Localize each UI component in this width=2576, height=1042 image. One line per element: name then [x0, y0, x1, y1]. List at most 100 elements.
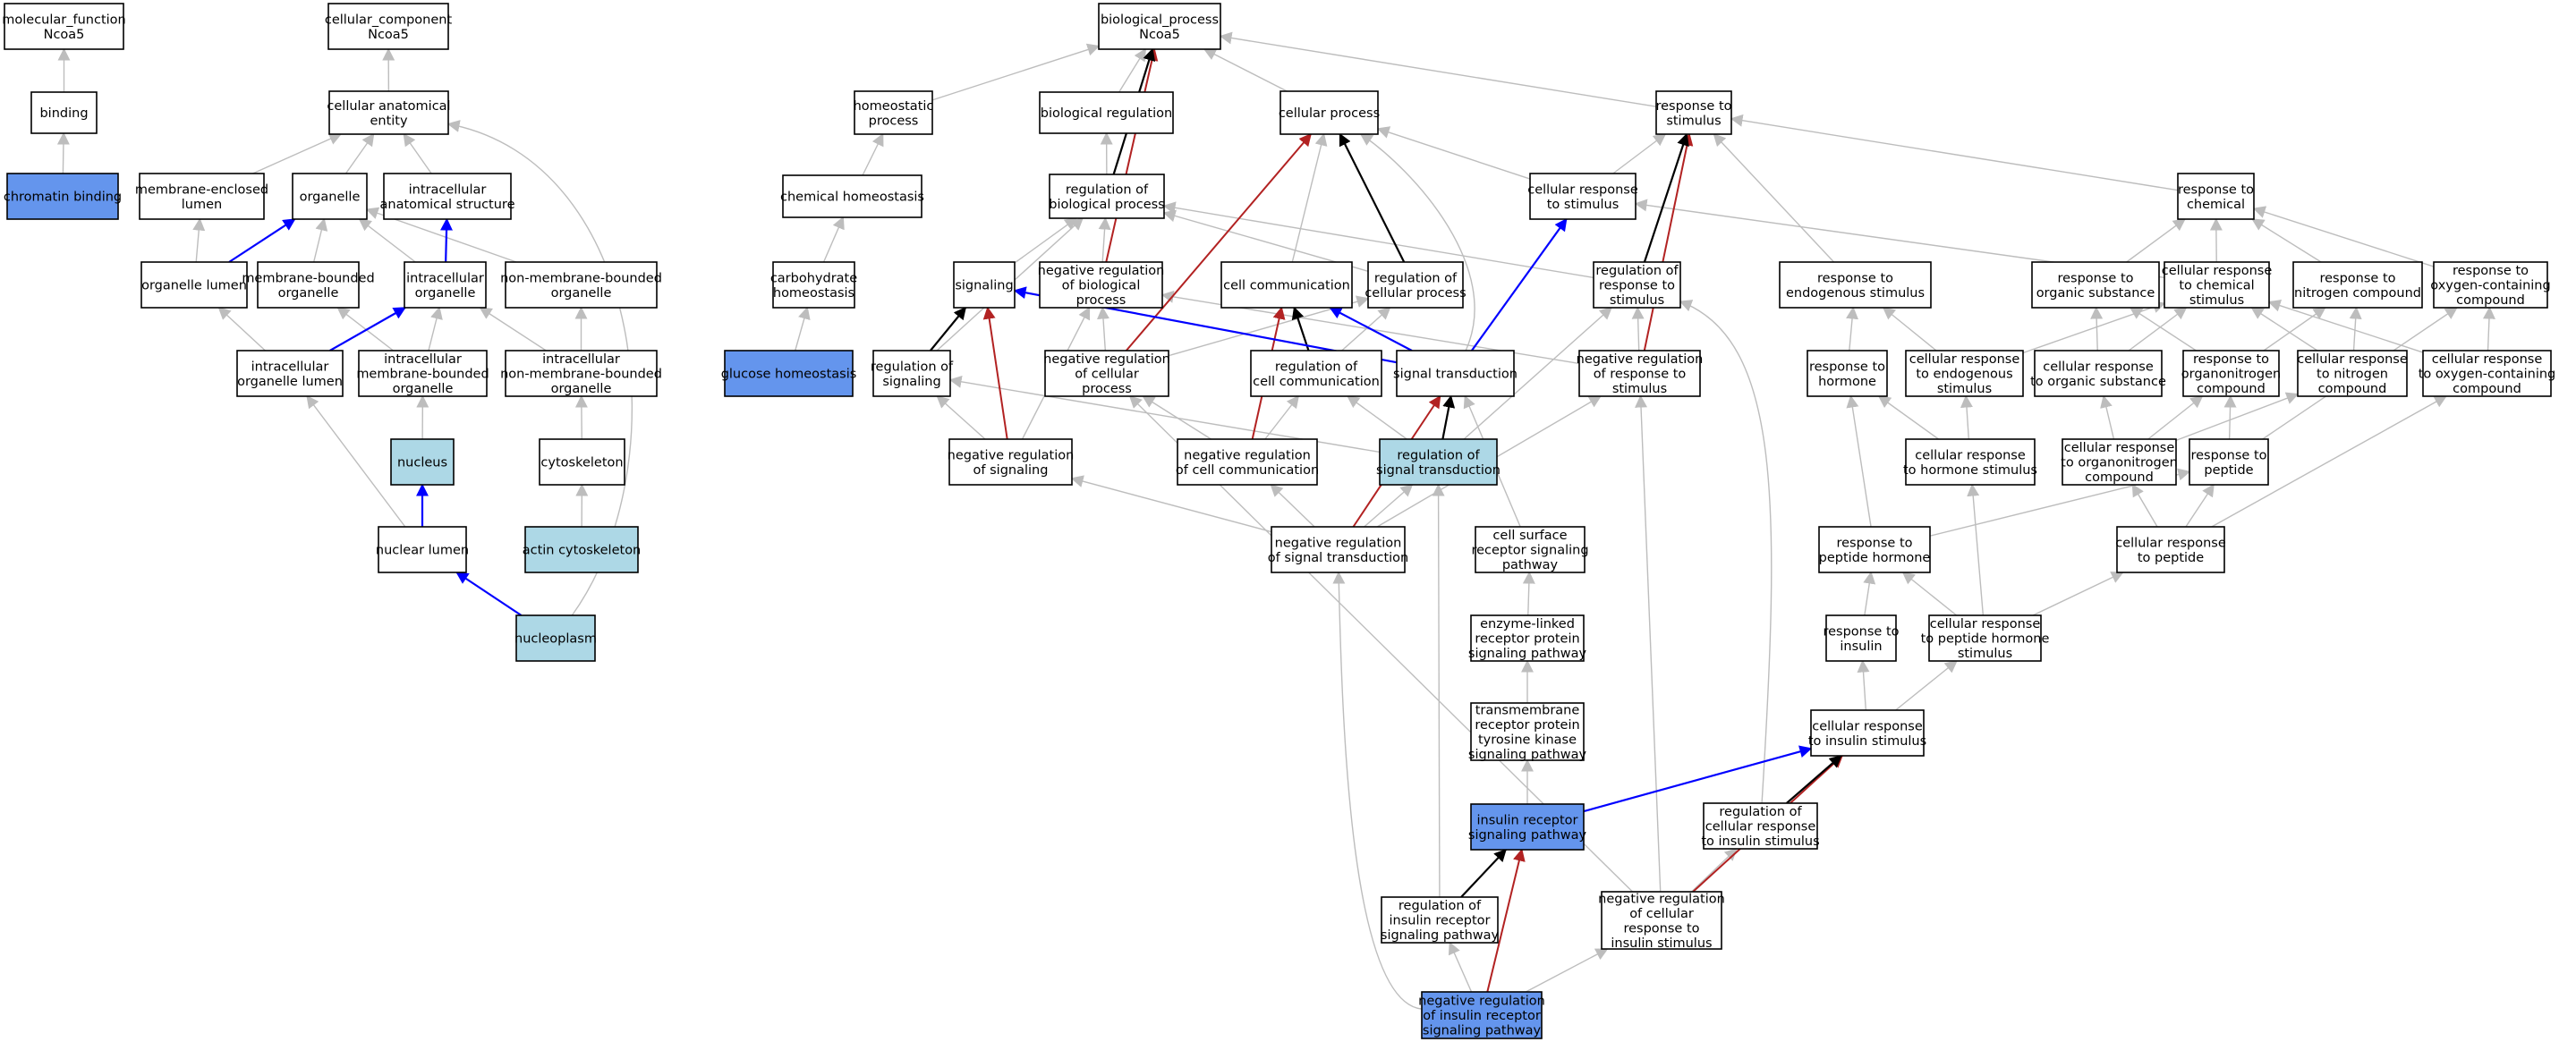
node-chromatin-binding[interactable]: chromatin binding [4, 173, 122, 220]
node-box [1271, 526, 1406, 573]
node-binding[interactable]: binding [30, 91, 98, 134]
node-box [6, 173, 119, 220]
edge-neg_reg_bp-to-reg_bp [1098, 216, 1111, 263]
node-nucleus[interactable]: nucleus [390, 438, 455, 486]
edge-signaling-to-reg_bp [1014, 217, 1078, 264]
node-signaling[interactable]: signaling [953, 261, 1016, 309]
node-box [1049, 174, 1165, 219]
edge-cell_resp_endo-to-resp_endo [1882, 307, 1937, 352]
edge-sig_trans-to-cell_resp_stim [1470, 217, 1568, 352]
node-label-line: negative regulation [1043, 352, 1170, 367]
node-chem-homeo[interactable]: chemical homeostasis [780, 174, 924, 218]
edge-homeostatic-to-bp [931, 43, 1101, 101]
node-box [1039, 261, 1163, 309]
node-glucose-homeo[interactable]: glucose homeostasis [721, 350, 857, 397]
node-cell-comm[interactable]: cell communication [1220, 261, 1353, 309]
edge-chem_homeo-to-homeostatic [862, 132, 884, 176]
node-cytoskeleton[interactable]: cytoskeleton [539, 438, 625, 486]
node-label-line: response to [2453, 264, 2529, 278]
node-nuclear-lumen[interactable]: nuclear lumen [376, 526, 469, 573]
node-box [236, 350, 344, 397]
edge-cell_resp_oxy-to-cell_resp_chem [2267, 299, 2424, 353]
node-sig-trans[interactable]: signal transduction [1393, 350, 1518, 397]
edge-cell_resp_peptide-to-cell_resp_organonitro [2131, 483, 2158, 528]
edge-cell_resp_hormone-to-resp_hormone [1877, 395, 1939, 440]
node-organelle[interactable]: organelle [292, 173, 368, 220]
node-label-line: transmembrane [1475, 703, 1580, 717]
node-label-line: of insulin receptor [1423, 1009, 1541, 1023]
node-inmbo[interactable]: intracellularnon-membrane-boundedorganel… [500, 350, 662, 397]
edge-resp_nitro-to-resp_chem [2251, 218, 2322, 263]
node-nucleoplasm[interactable]: nucleoplasm [514, 614, 597, 662]
node-label-line: organic substance [2036, 286, 2155, 301]
node-label-line: stimulus [1612, 382, 1667, 396]
node-org-lumen[interactable]: organelle lumen [140, 261, 248, 309]
node-label-line: insulin receptor [1477, 813, 1578, 827]
node-box [1470, 803, 1585, 851]
node-bio-reg[interactable]: biological regulation [1039, 91, 1174, 134]
edge-neg_reg_bp-to-bp [1105, 47, 1159, 263]
node-box [1250, 350, 1382, 397]
node-label-line: regulation of [871, 360, 954, 374]
node-actin-cyto[interactable]: actin cytoskeleton [523, 526, 642, 573]
edge-reg_signaling-to-signaling [930, 306, 967, 352]
node-cell-proc[interactable]: cellular process [1279, 90, 1380, 135]
